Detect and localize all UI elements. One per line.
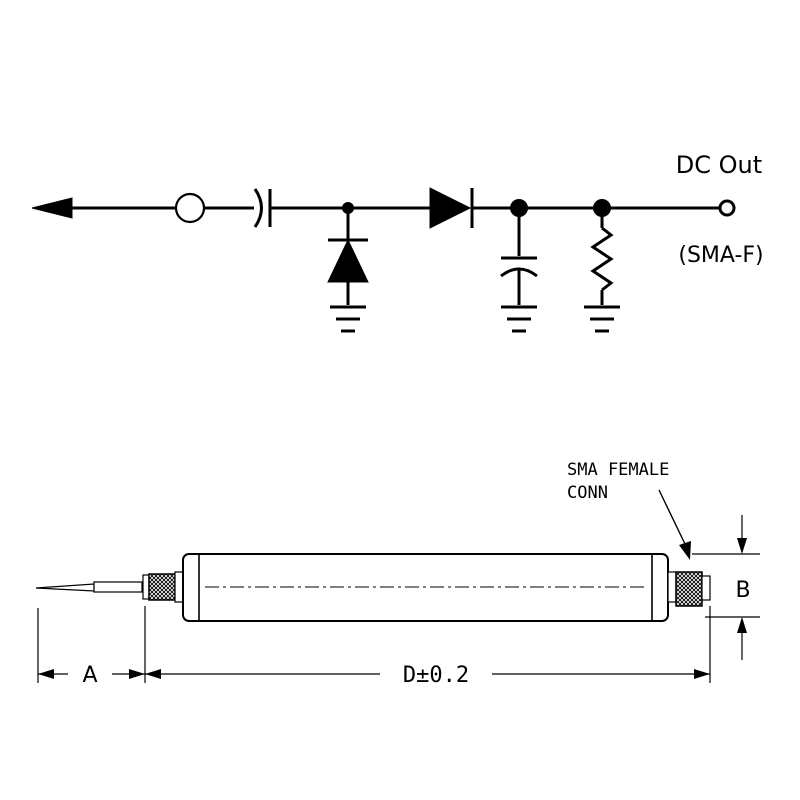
probe-tip <box>35 581 143 593</box>
mechanical-outline <box>35 489 760 683</box>
connector-type-label: (SMA-F) <box>678 243 763 268</box>
connector-callout-label-line2: CONN <box>567 483 608 503</box>
extension-lines <box>37 606 711 683</box>
dimension-d <box>145 669 710 679</box>
left-connector <box>142 571 184 603</box>
shunt-capacitor-icon <box>500 199 538 305</box>
ground-icon <box>501 305 537 333</box>
rf-source-icon <box>174 192 206 224</box>
ground-icon <box>330 305 366 333</box>
shunt-diode-icon <box>327 202 369 305</box>
output-terminal-icon <box>718 199 736 217</box>
output-label: DC Out <box>676 151 762 179</box>
shunt-resistor-icon <box>590 199 614 305</box>
dimension-a-label: A <box>82 663 97 688</box>
input-arrow-icon <box>31 197 176 219</box>
detector-body <box>182 553 669 622</box>
schematic <box>31 187 736 333</box>
connector-callout-label-line1: SMA FEMALE <box>567 460 669 480</box>
dimension-b-label: B <box>735 578 750 603</box>
dimension-a <box>38 669 145 679</box>
right-sma-connector <box>667 571 711 607</box>
series-diode-icon <box>429 187 474 229</box>
dimension-d-label: D±0.2 <box>403 663 469 688</box>
ground-icon <box>584 305 620 333</box>
connector-callout-leader <box>658 489 691 560</box>
series-capacitor-icon <box>253 188 272 228</box>
dimension-b <box>692 515 760 660</box>
